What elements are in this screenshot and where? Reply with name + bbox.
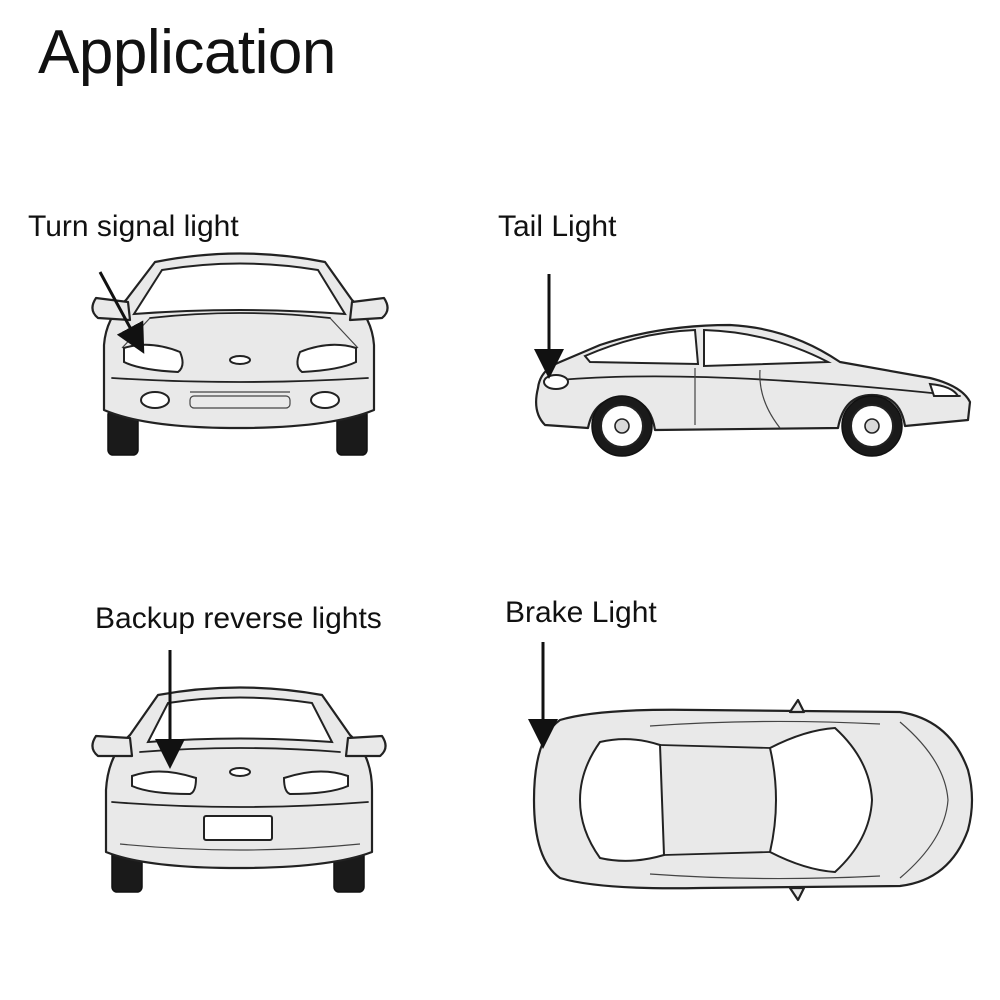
label-brake-light: Brake Light [505, 596, 657, 629]
rear-right-mirror [344, 734, 387, 758]
car-top-view-illustration [532, 698, 974, 902]
label-turn-signal-light: Turn signal light [28, 210, 239, 243]
rear-window [146, 696, 334, 744]
rear-right-lamp [282, 770, 349, 796]
car-front-view-illustration [91, 252, 389, 456]
label-backup-reverse-lights: Backup reverse lights [95, 602, 382, 635]
side-window-rear [583, 328, 700, 366]
top-left-mirror [788, 698, 806, 714]
top-rear-window [578, 738, 666, 862]
top-windshield [768, 726, 874, 874]
car-rear-view-illustration [91, 686, 387, 893]
side-window-front [703, 328, 832, 368]
rear-left-mirror [91, 734, 134, 758]
front-windshield [132, 262, 347, 316]
page-title: Application [38, 18, 336, 87]
label-tail-light: Tail Light [498, 210, 617, 243]
top-right-mirror [788, 886, 806, 902]
front-right-mirror [348, 296, 389, 322]
rear-left-lamp [131, 770, 198, 796]
side-tail-lamp [543, 374, 569, 390]
front-left-mirror [91, 296, 132, 322]
arrow-turn-signal [98, 271, 145, 354]
car-side-view-illustration [535, 323, 972, 457]
front-right-headlamp [296, 343, 357, 374]
rear-license-plate [203, 815, 273, 841]
